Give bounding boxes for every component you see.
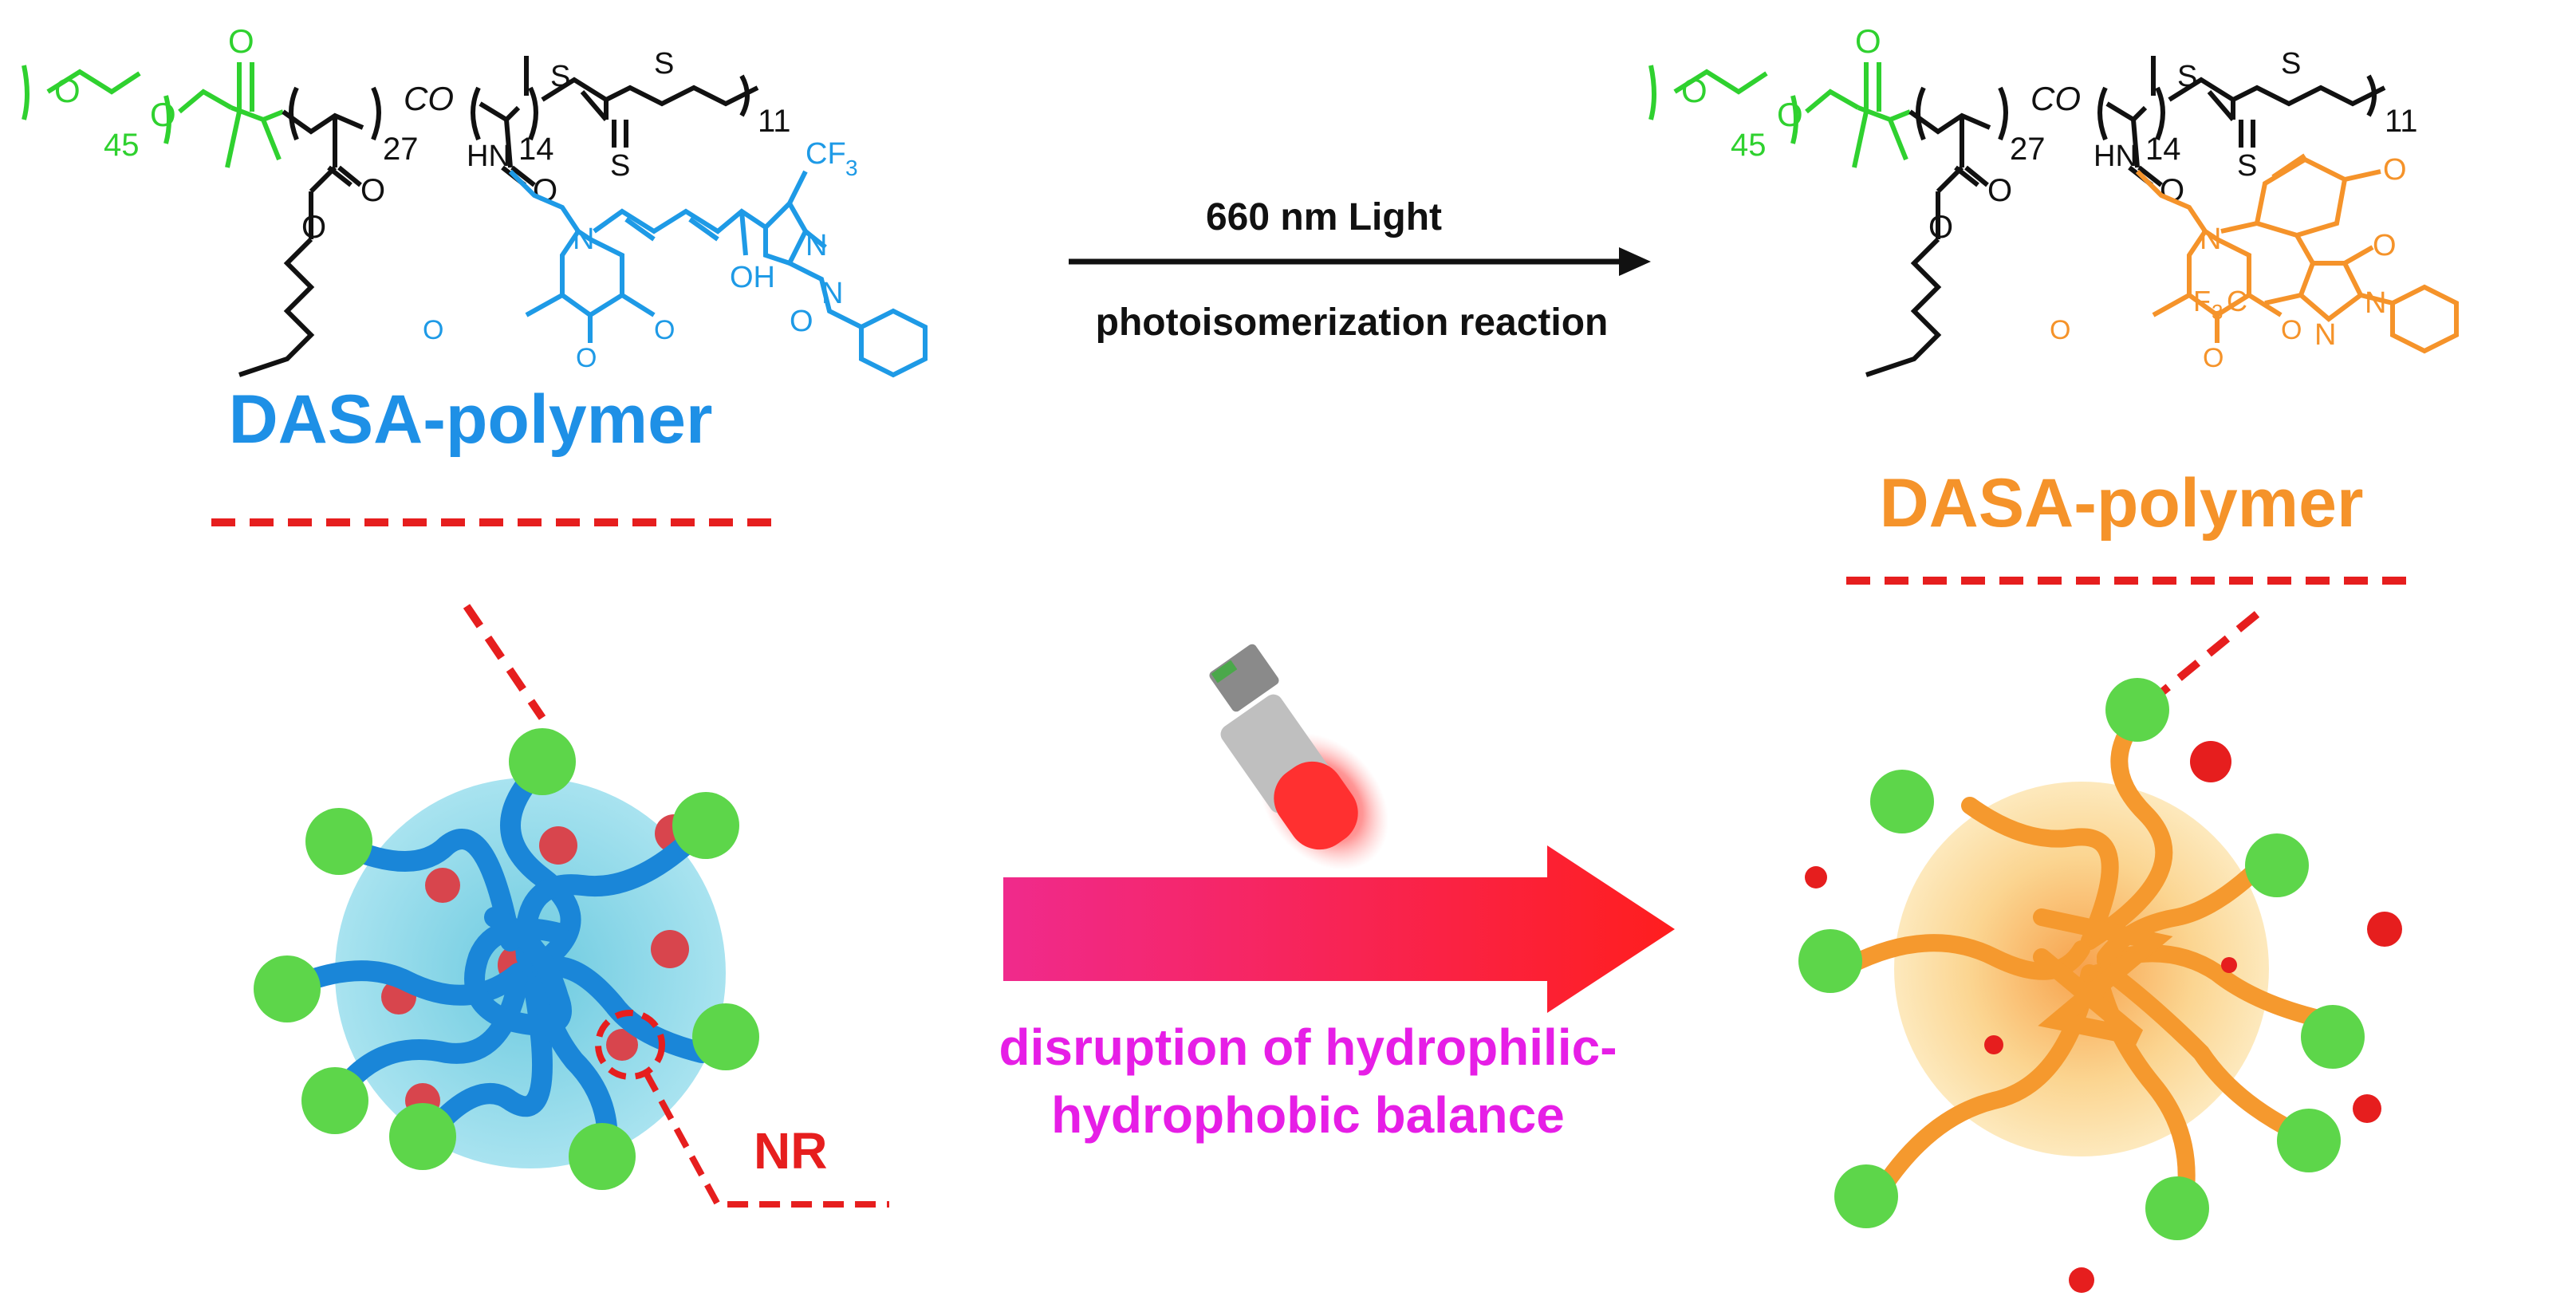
- micelle-core-yellow: [1894, 782, 2269, 1156]
- cyclopentenone-o: O: [2383, 153, 2407, 187]
- sulfur-1: S: [550, 60, 570, 93]
- pyrazolone-o-right: O: [2373, 229, 2397, 262]
- light-label: 660 nm Light: [1206, 196, 1442, 238]
- methoxy-o-3-right: O: [2281, 315, 2302, 345]
- dasa-closed-structure: O O O 45 27 CO: [1648, 22, 2459, 377]
- peg-beads-right: [1798, 678, 2365, 1240]
- disruption-line-1: disruption of hydrophilic-: [998, 1018, 1617, 1076]
- polymer-backbone-right: [1865, 56, 2386, 377]
- methoxy-o-3: O: [654, 315, 675, 345]
- sulfur-3-right: S: [2237, 149, 2257, 183]
- dasa-n-amine: N: [573, 223, 594, 256]
- f3c-subscript: 3: [2212, 300, 2223, 324]
- closed-n-amine: N: [2200, 223, 2221, 256]
- methoxy-o-1-right: O: [2050, 315, 2070, 345]
- dasa-open-chromophore: [508, 169, 928, 378]
- co-label-right: CO: [2030, 80, 2081, 117]
- dasa-chains-open: [277, 755, 712, 1167]
- dasa-chains-closed: [1841, 693, 2338, 1205]
- right-polymer-title: DASA-polymer: [1880, 465, 2364, 542]
- sulfur-3: S: [610, 149, 630, 183]
- ester-o: O: [360, 173, 385, 208]
- cf3-subscript: 3: [845, 156, 858, 180]
- dasa-block-subscript-right: 14: [2145, 132, 2181, 167]
- peg-o-ester-atom: O: [150, 96, 176, 133]
- ester-o-right: O: [1987, 173, 2012, 208]
- flashlight-icon: [1209, 644, 1389, 870]
- peg-carbonyl-o-right: O: [1855, 22, 1881, 60]
- nr-label: NR: [754, 1122, 827, 1180]
- amide-hn-right: HN: [2093, 140, 2137, 173]
- pyrazolone-n2-right: N: [2314, 318, 2336, 352]
- polymer-backbone: [238, 56, 759, 377]
- dodecyl-subscript-right: 11: [2385, 104, 2418, 139]
- peg-segment-right: [1648, 62, 1912, 168]
- left-micelle: NR: [254, 728, 889, 1208]
- dodecyl-subscript: 11: [758, 104, 791, 139]
- process-arrow: [1003, 845, 1675, 1013]
- peg-beads-left: [254, 728, 759, 1190]
- dasa-block-subscript: 14: [518, 132, 554, 167]
- left-leader-line: [463, 604, 546, 720]
- pyrazolone-n2: N: [821, 277, 843, 310]
- backbone-repeat-subscript: 27: [383, 132, 419, 167]
- backbone-repeat-subscript-right: 27: [2010, 132, 2046, 167]
- right-leader-line: [2142, 611, 2260, 709]
- left-polymer-title: DASA-polymer: [229, 381, 713, 458]
- peg-segment: [22, 62, 285, 168]
- nr-highlight-circle: [595, 1010, 665, 1080]
- right-micelle: [1798, 678, 2402, 1293]
- peg-repeat-subscript: 45: [104, 128, 140, 163]
- f3c-f: F: [2193, 285, 2211, 317]
- alkyl-o: O: [301, 210, 326, 245]
- peg-o-atom-right: O: [1681, 72, 1707, 109]
- alkyl-o-right: O: [1928, 210, 1953, 245]
- f3c-c: C: [2227, 285, 2247, 317]
- released-nile-red: [1805, 741, 2402, 1293]
- pyrazolone-o: O: [790, 305, 813, 338]
- methoxy-o-1: O: [423, 315, 443, 345]
- sulfur-1-right: S: [2177, 60, 2197, 93]
- dasa-open-structure: O O O 45 27: [22, 22, 928, 378]
- peg-carbonyl-o: O: [228, 22, 254, 60]
- cf3-label: CF: [805, 137, 846, 171]
- disruption-line-2: hydrophobic balance: [1051, 1086, 1565, 1144]
- dasa-closed-chromophore: [2135, 153, 2459, 354]
- co-label: CO: [404, 80, 454, 117]
- enol-oh: OH: [730, 261, 775, 294]
- peg-o-atom: O: [54, 72, 81, 109]
- methoxy-o-2-right: O: [2203, 343, 2223, 373]
- pyrazolone-n1-right: N: [2365, 286, 2386, 320]
- peg-repeat-subscript-right: 45: [1731, 128, 1767, 163]
- amide-hn: HN: [467, 140, 510, 173]
- pyrazolone-n1: N: [805, 229, 827, 262]
- sulfur-2: S: [654, 47, 674, 81]
- photoisomerization-label: photoisomerization reaction: [1096, 301, 1609, 344]
- methoxy-o-2: O: [576, 343, 597, 373]
- reaction-arrow-head: [1619, 247, 1651, 276]
- sulfur-2-right: S: [2281, 47, 2301, 81]
- nr-leader-line: [643, 1071, 889, 1208]
- peg-o-ester-atom-right: O: [1777, 96, 1803, 133]
